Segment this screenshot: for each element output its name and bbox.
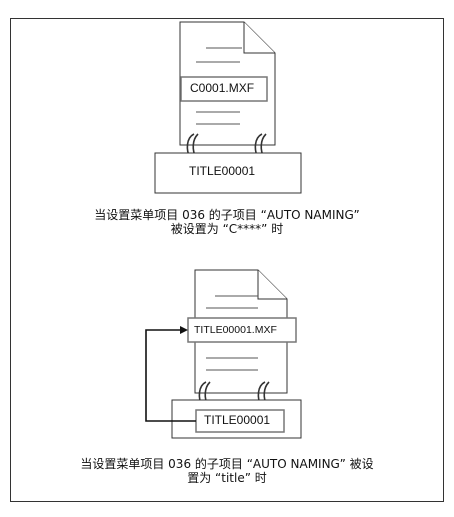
- title-label-2: TITLE00001: [204, 413, 271, 427]
- caption-1: 当设置菜单项目 036 的子项目 “AUTO NAMING” 被设置为 “C**…: [0, 208, 454, 236]
- filename-label-1: C0001.MXF: [190, 81, 255, 95]
- figure-frame: [10, 18, 444, 502]
- caption-2-line-2: 置为 “title” 时: [187, 471, 267, 485]
- filename-box-1: [180, 76, 268, 102]
- title-label-1: TITLE00001: [189, 164, 256, 178]
- filename-box-2: [187, 317, 297, 343]
- naming-arrow: [145, 329, 196, 422]
- caption-1-line-2: 被设置为 “C****” 时: [170, 222, 284, 236]
- filename-label-2: TITLE00001.MXF: [194, 324, 277, 336]
- caption-2: 当设置菜单项目 036 的子项目 “AUTO NAMING” 被设 置为 “ti…: [0, 457, 454, 485]
- title-box-1: [154, 152, 302, 194]
- caption-2-line-1: 当设置菜单项目 036 的子项目 “AUTO NAMING” 被设: [80, 457, 374, 471]
- arrow-head: [180, 326, 188, 334]
- caption-1-line-1: 当设置菜单项目 036 的子项目 “AUTO NAMING”: [94, 208, 360, 222]
